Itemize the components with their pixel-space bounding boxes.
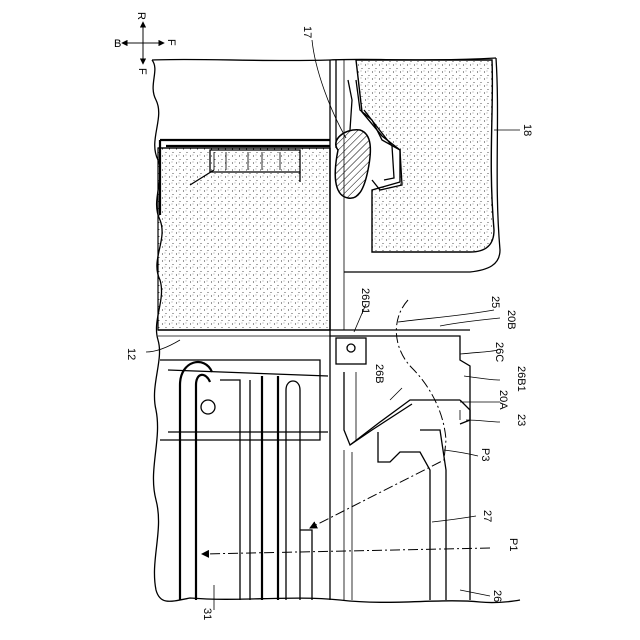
label-26D1: 26D1: [359, 288, 371, 314]
label-31: 31: [201, 608, 213, 620]
label-20B: 20B: [505, 310, 517, 330]
label-27: 27: [481, 510, 493, 522]
label-12: 12: [125, 348, 137, 360]
compass-r: R: [135, 12, 147, 20]
label-26B1: 26B1: [515, 366, 527, 392]
insulation-block-18: [356, 60, 494, 252]
orientation-compass: [122, 22, 164, 64]
label-23: 23: [515, 414, 527, 426]
compass-b: B: [114, 38, 121, 50]
label-26: 26: [491, 590, 503, 602]
label-P1: P1: [507, 538, 519, 551]
housing-26-27: [330, 336, 470, 600]
label-P3: P3: [479, 448, 491, 461]
flow-line-p1: [202, 548, 490, 554]
label-25: 25: [489, 296, 501, 308]
compass-f-bottom: F: [136, 68, 148, 75]
label-17: 17: [301, 26, 313, 38]
tube-assembly-31: [160, 360, 328, 600]
label-26B: 26B: [373, 364, 385, 384]
insulation-block-12: [158, 148, 330, 330]
label-18: 18: [521, 124, 533, 136]
compass-f-right: F: [165, 39, 177, 46]
label-26C: 26C: [493, 342, 505, 362]
label-20A: 20A: [497, 390, 509, 410]
